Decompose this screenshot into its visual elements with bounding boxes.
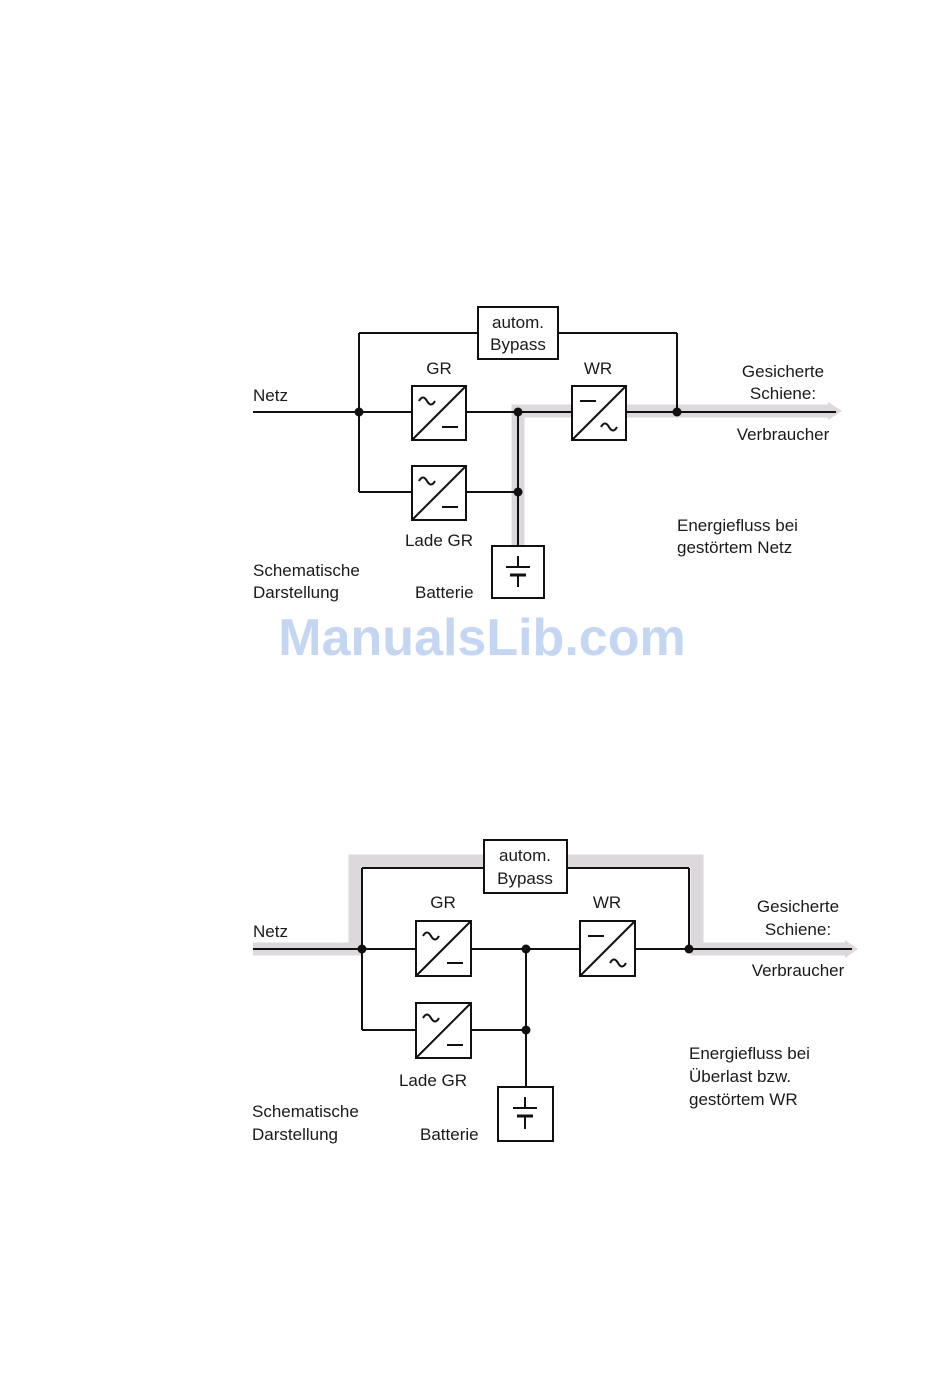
inverter-wr-block xyxy=(580,921,635,976)
bypass-label-line1: autom. xyxy=(499,846,551,865)
bypass-box: autom. Bypass xyxy=(478,307,558,359)
netz-label: Netz xyxy=(253,386,288,405)
lade-gr-label: Lade GR xyxy=(399,1071,467,1090)
junction-dot xyxy=(522,945,531,954)
gr-label: GR xyxy=(426,359,452,378)
charger-lade-gr-block xyxy=(412,466,466,520)
junction-dot xyxy=(358,945,367,954)
junction-dot xyxy=(673,408,682,417)
gr-label: GR xyxy=(430,893,456,912)
wr-label: WR xyxy=(584,359,612,378)
charger-lade-gr-block xyxy=(416,1003,471,1058)
bypass-label-line2: Bypass xyxy=(490,335,546,354)
energiefluss-label-line1: Energiefluss bei xyxy=(677,516,798,535)
schiene-label: Schiene: xyxy=(750,384,816,403)
bypass-label-line2: Bypass xyxy=(497,869,553,888)
verbraucher-label: Verbraucher xyxy=(752,961,845,980)
schematische-label: Schematische xyxy=(252,1102,359,1121)
darstellung-label: Darstellung xyxy=(253,583,339,602)
schiene-label: Schiene: xyxy=(765,920,831,939)
battery-block xyxy=(498,1087,553,1141)
energiefluss-label-line3: gestörtem WR xyxy=(689,1090,798,1109)
bypass-label-line1: autom. xyxy=(492,313,544,332)
schematische-label: Schematische xyxy=(253,561,360,580)
lade-gr-label: Lade GR xyxy=(405,531,473,550)
rectifier-gr-block xyxy=(412,386,466,440)
watermark-text: ManualsLib.com xyxy=(278,609,685,667)
verbraucher-label: Verbraucher xyxy=(737,425,830,444)
junction-dot xyxy=(514,408,523,417)
junction-dot xyxy=(685,945,694,954)
batterie-label: Batterie xyxy=(420,1125,479,1144)
gesicherte-label: Gesicherte xyxy=(757,897,839,916)
darstellung-label: Darstellung xyxy=(252,1125,338,1144)
wr-label: WR xyxy=(593,893,621,912)
junction-dot xyxy=(355,408,364,417)
batterie-label: Batterie xyxy=(415,583,474,602)
energiefluss-label-line1: Energiefluss bei xyxy=(689,1044,810,1063)
gesicherte-label: Gesicherte xyxy=(742,362,824,381)
energiefluss-label-line2: gestörtem Netz xyxy=(677,538,792,557)
junction-dot xyxy=(522,1026,531,1035)
junction-dot xyxy=(514,488,523,497)
diagram-normal-mains-failure: autom. Bypass GR WR Lade GR xyxy=(253,307,842,602)
energiefluss-label-line2: Überlast bzw. xyxy=(689,1067,791,1086)
inverter-wr-block xyxy=(572,386,626,440)
bypass-box: autom. Bypass xyxy=(484,840,567,893)
netz-label: Netz xyxy=(253,922,288,941)
rectifier-gr-block xyxy=(416,921,471,976)
diagram-bypass-overload: autom. Bypass GR WR Lade GR xyxy=(252,840,858,1144)
battery-block xyxy=(492,546,544,598)
